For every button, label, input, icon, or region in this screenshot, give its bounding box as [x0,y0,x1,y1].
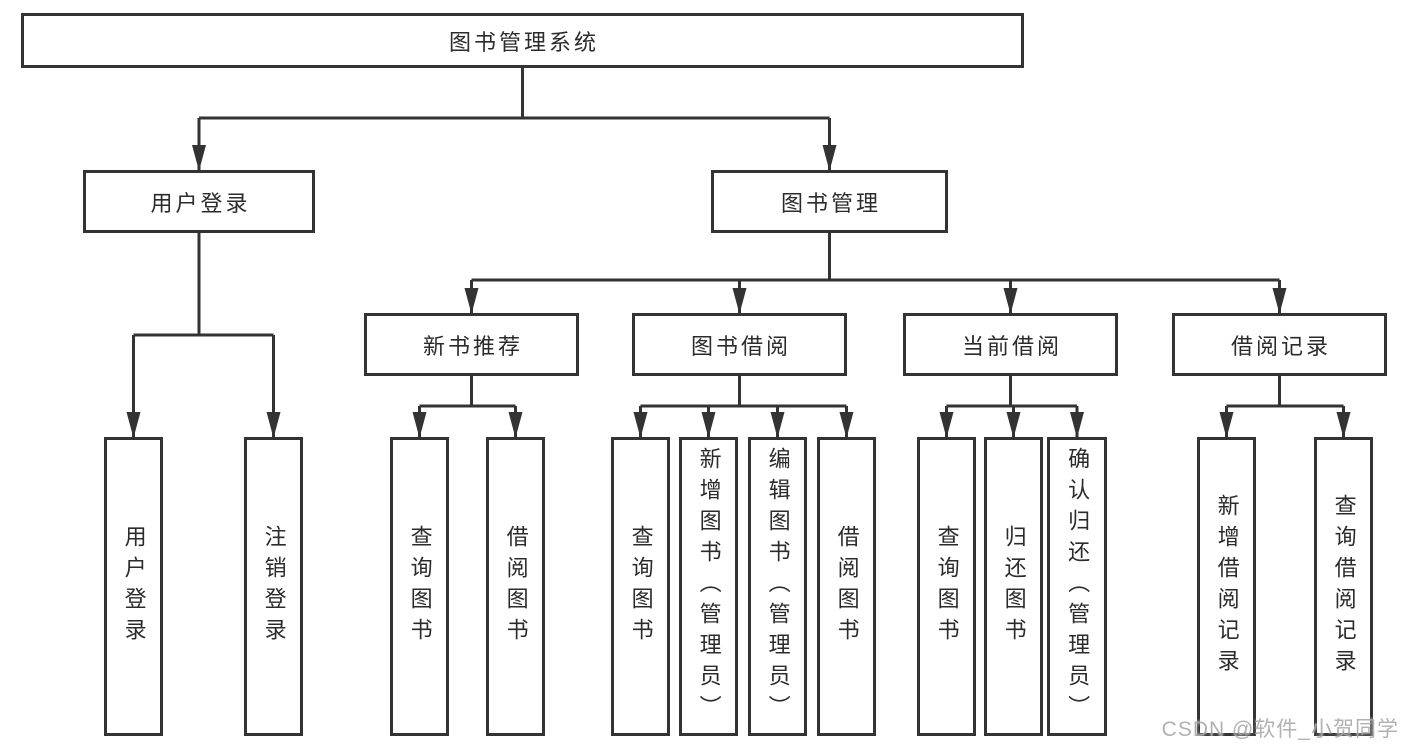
node-root-label: 图书管理系统 [448,29,599,55]
leaf-user-login: 用户登录 [104,437,163,736]
leaf-edit-book-admin-label: 编辑图书（管理员） [765,447,791,726]
leaf-add-borrow-record: 新增借阅记录 [1197,437,1256,736]
leaf-add-book-admin-label: 新增图书（管理员） [696,447,722,726]
leaf-query-book-a: 查询图书 [390,437,449,736]
node-borrow-record: 借阅记录 [1172,313,1387,376]
leaf-return-book-label: 归还图书 [1001,524,1027,649]
leaf-confirm-return-admin-label: 确认归还（管理员） [1065,447,1091,726]
leaf-confirm-return-admin: 确认归还（管理员） [1047,437,1107,736]
connector-borrow-record-children [1219,376,1351,438]
connector-new-book-rec-children [412,376,523,438]
connector-user-login-children [126,233,281,438]
leaf-query-book-c-label: 查询图书 [934,524,960,649]
connector-root-to-level2 [192,68,837,171]
leaf-logout-label: 注销登录 [261,524,287,649]
node-new-book-recommend: 新书推荐 [364,313,579,376]
leaf-query-book-b: 查询图书 [611,437,670,736]
csdn-watermark: CSDN @软件_小贺同学 [1161,718,1399,741]
node-root: 图书管理系统 [21,13,1024,68]
node-current-borrow-label: 当前借阅 [961,333,1062,359]
leaf-add-borrow-record-label: 新增借阅记录 [1214,493,1240,680]
leaf-query-borrow-record-label: 查询借阅记录 [1331,493,1357,680]
leaf-borrow-book-b: 借阅图书 [817,437,876,736]
connector-book-borrow-children [633,376,854,438]
connector-book-mgmt-to-level3 [464,233,1287,314]
node-borrow-record-label: 借阅记录 [1230,333,1331,359]
leaf-borrow-book-a-label: 借阅图书 [503,524,529,649]
node-book-borrow-label: 图书借阅 [690,333,791,359]
leaf-user-login-label: 用户登录 [121,524,147,649]
leaf-return-book: 归还图书 [984,437,1043,736]
node-current-borrow: 当前借阅 [903,313,1118,376]
leaf-edit-book-admin: 编辑图书（管理员） [748,437,807,736]
leaf-query-book-b-label: 查询图书 [628,524,654,649]
leaf-borrow-book-b-label: 借阅图书 [834,524,860,649]
node-new-book-recommend-label: 新书推荐 [422,333,523,359]
leaf-borrow-book-a: 借阅图书 [486,437,545,736]
leaf-query-book-c: 查询图书 [917,437,976,736]
node-book-management: 图书管理 [711,170,948,233]
leaf-query-borrow-record: 查询借阅记录 [1314,437,1373,736]
node-user-login-label: 用户登录 [150,190,251,216]
node-user-login: 用户登录 [83,170,315,233]
leaf-logout: 注销登录 [244,437,303,736]
node-book-borrow: 图书借阅 [632,313,847,376]
connector-current-borrow-children [939,376,1084,438]
node-book-management-label: 图书管理 [780,190,881,216]
leaf-query-book-a-label: 查询图书 [407,524,433,649]
leaf-add-book-admin: 新增图书（管理员） [679,437,738,736]
